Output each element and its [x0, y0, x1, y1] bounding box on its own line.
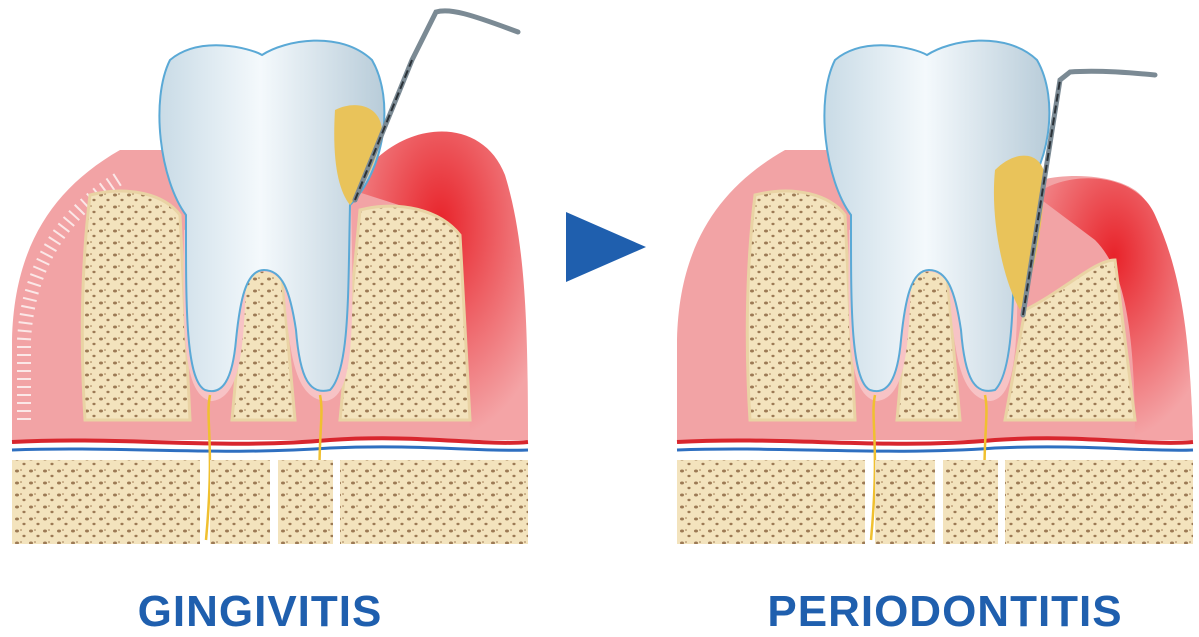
gingivitis-caption: GINGIVITIS: [110, 590, 410, 634]
vein: [12, 447, 528, 451]
periodontitis-illustration: [665, 0, 1199, 560]
jaw-bone-right: [1005, 460, 1193, 544]
jaw-bone-mid-b: [278, 460, 333, 544]
right-triangle-arrow-icon: [566, 212, 646, 282]
jaw-bone-left: [12, 460, 200, 544]
jaw-bone-mid-a: [875, 460, 935, 544]
jaw-bone-left: [677, 460, 865, 544]
vein: [677, 447, 1193, 451]
gingivitis-illustration: [0, 0, 540, 560]
periodontitis-caption: PERIODONTITIS: [735, 590, 1155, 634]
alveolar-bone-right: [340, 206, 470, 420]
alveolar-bone-left: [747, 191, 855, 420]
jaw-bone-right: [340, 460, 528, 544]
jaw-bone-mid-b: [943, 460, 998, 544]
jaw-bone-mid-a: [210, 460, 270, 544]
alveolar-bone-left: [82, 191, 190, 420]
